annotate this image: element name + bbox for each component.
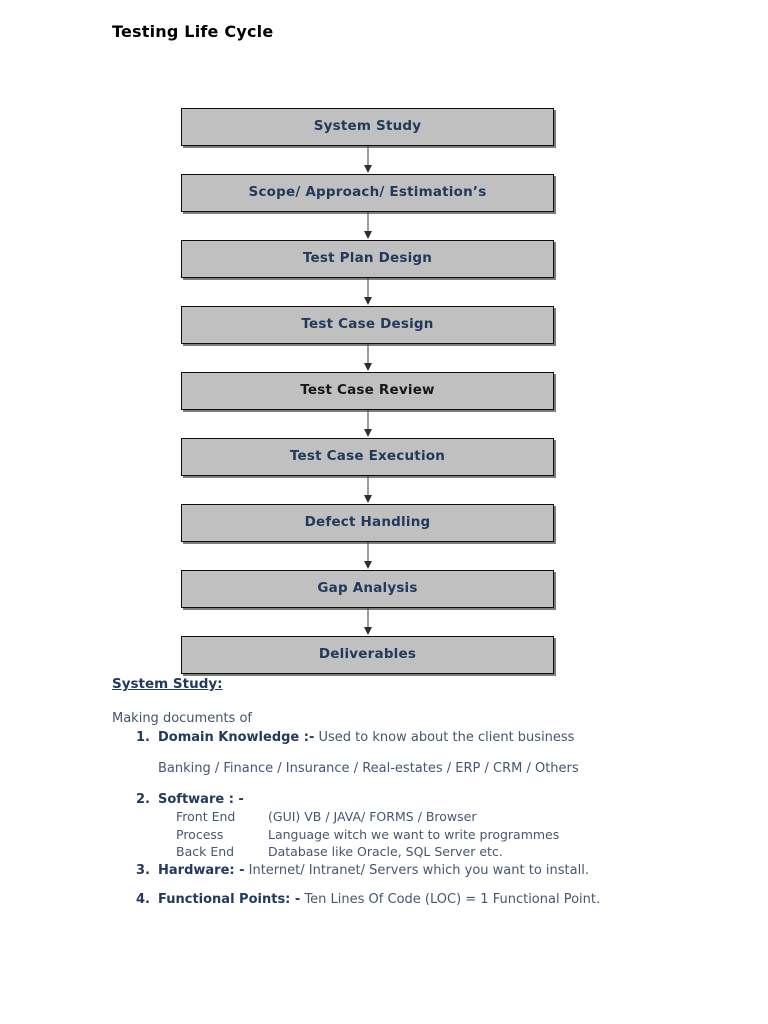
list-marker: 4. <box>136 892 150 908</box>
flow-box-system-study[interactable]: System Study <box>181 108 554 146</box>
connector-stem <box>367 212 368 234</box>
connector-arrow-5 <box>181 410 554 438</box>
section-intro-text: Making documents of <box>112 710 252 726</box>
domain-knowledge-examples: Banking / Finance / Insurance / Real-est… <box>158 761 579 777</box>
flow-box-label: Scope/ Approach/ Estimation’s <box>248 184 487 201</box>
flow-box-label: Test Case Execution <box>289 448 446 465</box>
flow-step-system-study: System Study <box>181 108 554 146</box>
arrow-head-icon <box>363 297 372 305</box>
flow-step-gap-analysis: Gap Analysis <box>181 570 554 608</box>
connector-stem <box>367 344 368 366</box>
software-row-value: Database like Oracle, SQL Server etc. <box>268 843 503 859</box>
flow-box-label: Test Case Design <box>301 316 434 333</box>
flow-step-test-case-review: Test Case Review <box>181 372 554 410</box>
flow-step-defect-handling: Defect Handling <box>181 504 554 542</box>
page-title: Testing Life Cycle <box>112 22 274 41</box>
arrow-head-icon <box>363 627 372 635</box>
flow-box-defect-handling[interactable]: Defect Handling <box>181 504 554 542</box>
arrow-head-icon <box>363 495 372 503</box>
flow-box-test-case-review[interactable]: Test Case Review <box>181 372 554 410</box>
list-item-description: Internet/ Intranet/ Servers which you wa… <box>248 863 589 879</box>
list-item-software: 2. Software : - <box>136 791 660 808</box>
flow-box-test-case-design[interactable]: Test Case Design <box>181 306 554 344</box>
list-marker: 2. <box>136 792 150 808</box>
arrow-head-icon <box>363 363 372 371</box>
flow-box-label: Gap Analysis <box>317 580 418 597</box>
software-row-key: Back End <box>176 843 235 859</box>
list-item-term: Domain Knowledge :- <box>158 729 315 745</box>
flow-step-deliverables: Deliverables <box>181 636 554 674</box>
list-item-description: Ten Lines Of Code (LOC) = 1 Functional P… <box>304 892 601 908</box>
table-row: Front End (GUI) VB / JAVA/ FORMS / Brows… <box>176 809 559 826</box>
connector-arrow-4 <box>181 344 554 372</box>
flow-box-scope-approach-estimations[interactable]: Scope/ Approach/ Estimation’s <box>181 174 554 212</box>
flow-box-gap-analysis[interactable]: Gap Analysis <box>181 570 554 608</box>
connector-stem <box>367 542 368 564</box>
connector-arrow-2 <box>181 212 554 240</box>
connector-arrow-6 <box>181 476 554 504</box>
list-item-description: Used to know about the client business <box>318 729 575 745</box>
flow-box-label: Test Case Review <box>300 382 435 399</box>
list-marker: 1. <box>136 729 150 745</box>
table-row: Process Language witch we want to write … <box>176 827 559 844</box>
flow-step-scope-approach-estimations: Scope/ Approach/ Estimation’s <box>181 174 554 212</box>
connector-arrow-7 <box>181 542 554 570</box>
software-row-value: Language witch we want to write programm… <box>268 826 560 842</box>
connector-arrow-1 <box>181 146 554 174</box>
table-row: Back End Database like Oracle, SQL Serve… <box>176 844 559 861</box>
connector-stem <box>367 278 368 300</box>
flow-step-test-case-execution: Test Case Execution <box>181 438 554 476</box>
flow-step-test-plan-design: Test Plan Design <box>181 240 554 278</box>
connector-stem <box>367 608 368 630</box>
software-row-key: Front End <box>176 809 236 825</box>
software-row-value: (GUI) VB / JAVA/ FORMS / Browser <box>268 809 477 825</box>
connector-stem <box>367 476 368 498</box>
list-item-functional-points: 4. Functional Points: - Ten Lines Of Cod… <box>136 891 660 908</box>
software-row-key: Process <box>176 826 224 842</box>
connector-arrow-3 <box>181 278 554 306</box>
section-heading: System Study: <box>112 676 223 692</box>
system-study-section: System Study: Making documents of 1. Dom… <box>112 676 660 909</box>
connector-arrow-8 <box>181 608 554 636</box>
flow-box-test-plan-design[interactable]: Test Plan Design <box>181 240 554 278</box>
software-detail-table: Front End (GUI) VB / JAVA/ FORMS / Brows… <box>176 809 559 861</box>
connector-stem <box>367 146 368 168</box>
flow-step-test-case-design: Test Case Design <box>181 306 554 344</box>
system-study-list: 1. Domain Knowledge :- Used to know abou… <box>112 729 660 909</box>
testing-life-cycle-flowchart: System Study Scope/ Approach/ Estimation… <box>181 108 554 674</box>
arrow-head-icon <box>363 561 372 569</box>
list-item-domain-knowledge: 1. Domain Knowledge :- Used to know abou… <box>136 729 660 746</box>
flow-box-label: Deliverables <box>318 646 417 663</box>
flow-box-deliverables[interactable]: Deliverables <box>181 636 554 674</box>
list-item-term: Software : - <box>158 792 244 808</box>
flow-box-label: System Study <box>313 118 422 135</box>
list-marker: 3. <box>136 863 150 879</box>
arrow-head-icon <box>363 429 372 437</box>
flow-box-label: Defect Handling <box>304 514 431 531</box>
list-item-term: Functional Points: - <box>158 892 301 908</box>
flow-box-test-case-execution[interactable]: Test Case Execution <box>181 438 554 476</box>
flow-box-label: Test Plan Design <box>302 250 433 267</box>
list-item-hardware: 3. Hardware: - Internet/ Intranet/ Serve… <box>136 862 660 879</box>
list-item-term: Hardware: - <box>158 863 245 879</box>
connector-stem <box>367 410 368 432</box>
arrow-head-icon <box>363 165 372 173</box>
arrow-head-icon <box>363 231 372 239</box>
